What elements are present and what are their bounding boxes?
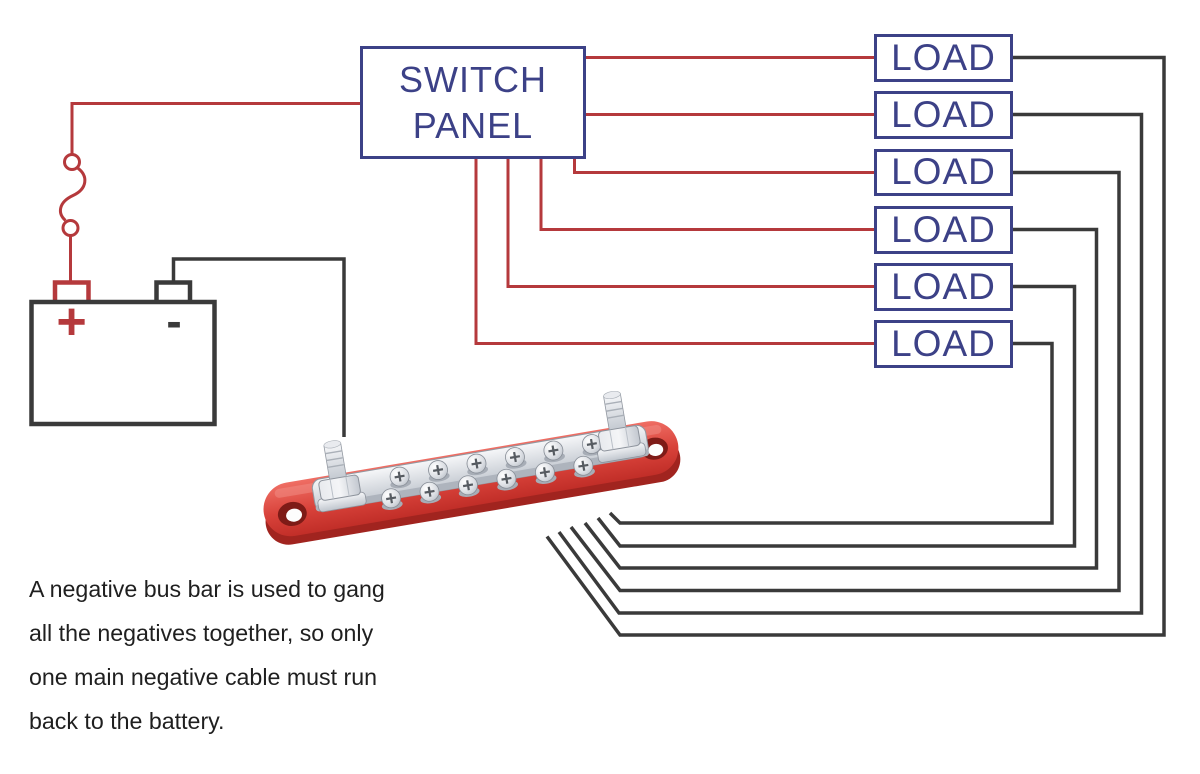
switch-panel-label: SWITCH PANEL bbox=[399, 59, 547, 146]
load-label: LOAD bbox=[891, 322, 996, 364]
wire-load4-to-busbar bbox=[583, 227, 1099, 570]
load-box-4: LOAD bbox=[874, 206, 1013, 254]
negative-wires bbox=[171, 55, 1166, 637]
load-box-3: LOAD bbox=[874, 148, 1013, 196]
fuse-top-circle bbox=[63, 153, 81, 171]
load-label: LOAD bbox=[891, 36, 996, 78]
busbar-left-post bbox=[317, 440, 367, 513]
caption-text: A negative bus bar is used to gang all t… bbox=[29, 567, 469, 743]
wire-load5-to-busbar bbox=[596, 284, 1077, 548]
fuse-s-curve bbox=[58, 166, 87, 222]
wire-panel-to-load4 bbox=[539, 159, 875, 231]
battery-positive-symbol: + bbox=[56, 293, 86, 351]
fuse-bottom-circle bbox=[61, 219, 80, 237]
negative-bus-bar bbox=[263, 390, 681, 545]
caption-line-3: one main negative cable must run bbox=[29, 664, 378, 690]
wire-battery-positive-to-panel bbox=[70, 102, 361, 154]
load-box-5: LOAD bbox=[874, 263, 1013, 311]
wire-battery-negative-to-busbar bbox=[171, 257, 346, 437]
wire-load3-to-busbar bbox=[569, 170, 1121, 593]
positive-wires bbox=[58, 56, 875, 345]
battery-body bbox=[29, 299, 217, 427]
load-box-2: LOAD bbox=[874, 91, 1013, 139]
battery: + - bbox=[29, 280, 217, 427]
wire-panel-to-load6 bbox=[474, 159, 875, 345]
caption-line-1: A negative bus bar is used to gang bbox=[29, 576, 385, 602]
busbar-screws-front-row bbox=[381, 455, 595, 510]
wire-load1-to-busbar bbox=[545, 55, 1166, 637]
busbar-screws-back-row bbox=[389, 434, 604, 489]
caption-line-2: all the negatives together, so only bbox=[29, 620, 374, 646]
load-box-1: LOAD bbox=[874, 34, 1013, 82]
load-box-6: LOAD bbox=[874, 320, 1013, 368]
wire-panel-to-load5 bbox=[506, 159, 875, 288]
caption-line-4: back to the battery. bbox=[29, 708, 225, 734]
wire-panel-to-load3 bbox=[573, 159, 875, 174]
wire-load2-to-busbar bbox=[557, 112, 1144, 615]
load-label: LOAD bbox=[891, 151, 996, 193]
load-label: LOAD bbox=[891, 265, 996, 307]
busbar-left-hole bbox=[286, 508, 303, 522]
battery-negative-symbol: - bbox=[166, 295, 181, 347]
busbar-right-post bbox=[597, 390, 647, 463]
wire-load6-to-busbar bbox=[608, 341, 1054, 525]
busbar-right-hole bbox=[648, 443, 664, 457]
load-label: LOAD bbox=[891, 93, 996, 135]
switch-panel-box: SWITCH PANEL bbox=[360, 46, 586, 159]
load-label: LOAD bbox=[891, 208, 996, 250]
